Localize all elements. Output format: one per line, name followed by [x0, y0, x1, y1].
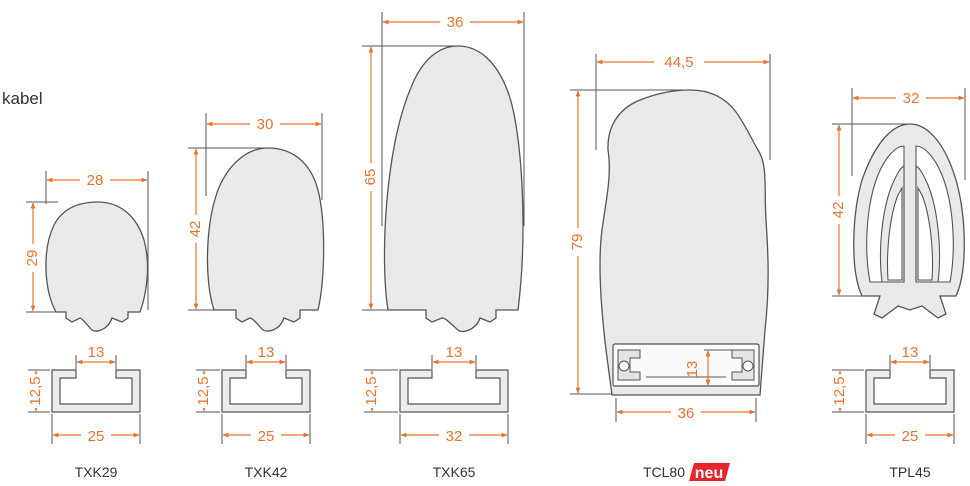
- txk65-shape: [383, 45, 524, 333]
- tcl80-rail-chamber: [612, 343, 760, 387]
- profile-txk29: 28 29: [22, 170, 149, 332]
- txk65-width-label: 36: [447, 14, 464, 31]
- rail-txk65-inner-label: 13: [446, 344, 463, 361]
- profile-name-txk42: TXK42: [245, 464, 288, 480]
- rail-txk42: 13 12,5 25: [192, 344, 311, 445]
- txk65-height-label: 65: [362, 169, 379, 186]
- rail-txk65-height-label: 12,5: [363, 376, 380, 405]
- new-badge: neu: [689, 463, 730, 482]
- tcl80-rail-inner-label: 13: [684, 361, 701, 378]
- rail-txk29-height-label: 12,5: [27, 376, 44, 405]
- profile-txk42: 30 42: [184, 113, 325, 332]
- txk42-shape: [206, 147, 325, 332]
- rail-tpl45-outer-label: 25: [902, 428, 919, 445]
- profile-name-tcl80: TCL80: [643, 464, 685, 480]
- rail-txk42-height-label: 12,5: [195, 376, 212, 405]
- txk29-shape: [45, 201, 149, 332]
- txk29-width-label: 28: [87, 172, 104, 189]
- rail-txk29-inner-label: 13: [88, 344, 105, 361]
- profile-name-txk65: TXK65: [433, 464, 476, 480]
- rail-tpl45: 13 12,5 25: [828, 344, 955, 445]
- tcl80-width-label: 44,5: [664, 54, 693, 71]
- profile-name-txk29: TXK29: [75, 464, 118, 480]
- tpl45-width-label: 32: [903, 90, 920, 107]
- rail-tpl45-inner-label: 13: [902, 344, 919, 361]
- rail-txk42-inner-label: 13: [258, 344, 275, 361]
- profile-tpl45: 32 42: [827, 88, 966, 319]
- rail-txk65-outer-label: 32: [446, 428, 463, 445]
- intro-text: kabel: [2, 89, 43, 108]
- tcl80-height-label: 79: [569, 234, 586, 251]
- rail-txk29: 13 12,5 25: [24, 344, 141, 445]
- rail-tpl45-height-label: 12,5: [831, 376, 848, 405]
- tpl45-height-label: 42: [830, 202, 847, 219]
- txk29-height-label: 29: [24, 250, 41, 267]
- profile-txk65: 36 65: [359, 12, 525, 333]
- txk42-height-label: 42: [187, 221, 204, 238]
- tcl80-rail-outer-label: 36: [678, 405, 695, 422]
- profile-name-tpl45: TPL45: [889, 464, 930, 480]
- rail-txk65: 13 12,5 32: [360, 344, 509, 445]
- rail-txk29-outer-label: 25: [88, 428, 105, 445]
- rail-txk42-outer-label: 25: [258, 428, 275, 445]
- new-badge-label: neu: [695, 465, 723, 482]
- txk42-width-label: 30: [257, 116, 274, 133]
- profile-tcl80: 44,5 79 13 36: [566, 52, 771, 422]
